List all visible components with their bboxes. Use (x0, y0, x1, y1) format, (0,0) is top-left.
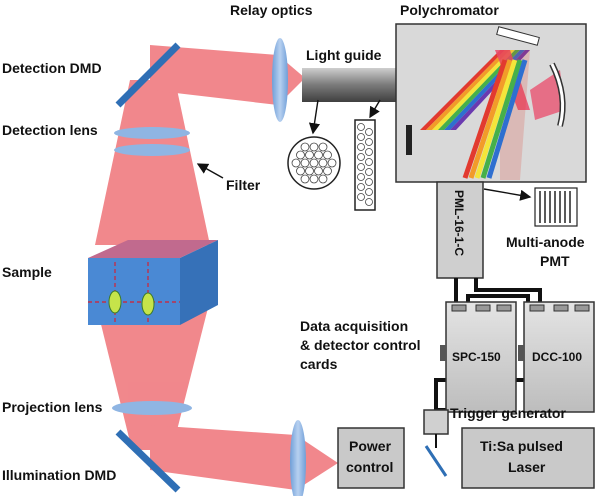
relay-optics-label: Relay optics (230, 2, 313, 18)
spc-connector-left (440, 345, 446, 361)
multi-anode-label: Multi-anode (506, 234, 585, 250)
sample-front-face (88, 258, 180, 325)
daq-label-2: & detector control (300, 337, 421, 353)
pml-detector-box (436, 181, 484, 279)
relay-lens (272, 38, 288, 122)
detection-lens-label: Detection lens (2, 122, 98, 138)
pmt-label: PMT (540, 253, 570, 269)
pml-to-pmt-arrow (483, 188, 532, 201)
dcc-port-1 (529, 304, 545, 312)
power-label-1: Power (349, 438, 392, 454)
projection-lens (112, 401, 192, 415)
illumination-relay-lens (290, 420, 306, 496)
beam-lower-converge (296, 435, 338, 490)
laser-label-1: Ti:Sa pulsed (480, 438, 563, 454)
filter-arrow (196, 163, 224, 179)
beam-splitter (424, 445, 448, 477)
guide-to-array-arrow (369, 99, 381, 119)
dcc-port-3 (574, 304, 590, 312)
grating-element (406, 125, 412, 155)
beam-upper-vertical (95, 80, 210, 245)
detection-dmd-mirror (115, 42, 181, 108)
laser-label-2: Laser (508, 459, 546, 475)
detection-lens-bottom (114, 144, 190, 156)
detection-dmd-label: Detection DMD (2, 60, 102, 76)
sample-cell-2 (141, 292, 155, 316)
grating-mirror-top (496, 26, 540, 46)
spectrum-dispersion (420, 50, 565, 180)
spc-port-1 (451, 304, 467, 312)
multi-anode-pmt-icon (534, 187, 578, 227)
guide-to-bundle-arrow (308, 99, 321, 135)
sample-top-face (88, 240, 218, 258)
sample-label: Sample (2, 264, 52, 280)
filter-label: Filter (226, 177, 261, 193)
beam-lower-horizontal (150, 425, 296, 490)
illumination-dmd-label: Illumination DMD (2, 467, 116, 483)
fiber-linear-array-icon (354, 119, 376, 211)
fiber-bundle-icon (287, 136, 341, 190)
pml-label: PML-16-1-C (452, 190, 466, 256)
light-guide (302, 68, 397, 102)
dcc-label: DCC-100 (532, 350, 582, 364)
daq-label-1: Data acquisition (300, 318, 408, 334)
sample-cube (88, 240, 218, 325)
light-guide-label: Light guide (306, 47, 382, 63)
spc-label: SPC-150 (452, 350, 501, 364)
power-control-box (337, 427, 405, 489)
spc-port-2 (475, 304, 491, 312)
polychromator-label: Polychromator (400, 2, 499, 18)
sample-side-face (180, 240, 218, 325)
illumination-dmd-mirror (115, 429, 181, 493)
trigger-generator-label: Trigger generator (450, 405, 566, 421)
dcc-port-2 (553, 304, 569, 312)
projection-lens-label: Projection lens (2, 399, 103, 415)
beam-upper-horizontal (150, 45, 278, 105)
power-label-2: control (346, 459, 393, 475)
laser-box (461, 427, 595, 489)
sample-cell-1 (108, 290, 122, 314)
trigger-generator-box (423, 409, 449, 435)
curved-mirror-right-inner (550, 63, 565, 127)
dcc-connector-left (518, 345, 524, 361)
spc-port-3 (496, 304, 512, 312)
detection-lens-top (114, 127, 190, 139)
daq-label-3: cards (300, 356, 338, 372)
